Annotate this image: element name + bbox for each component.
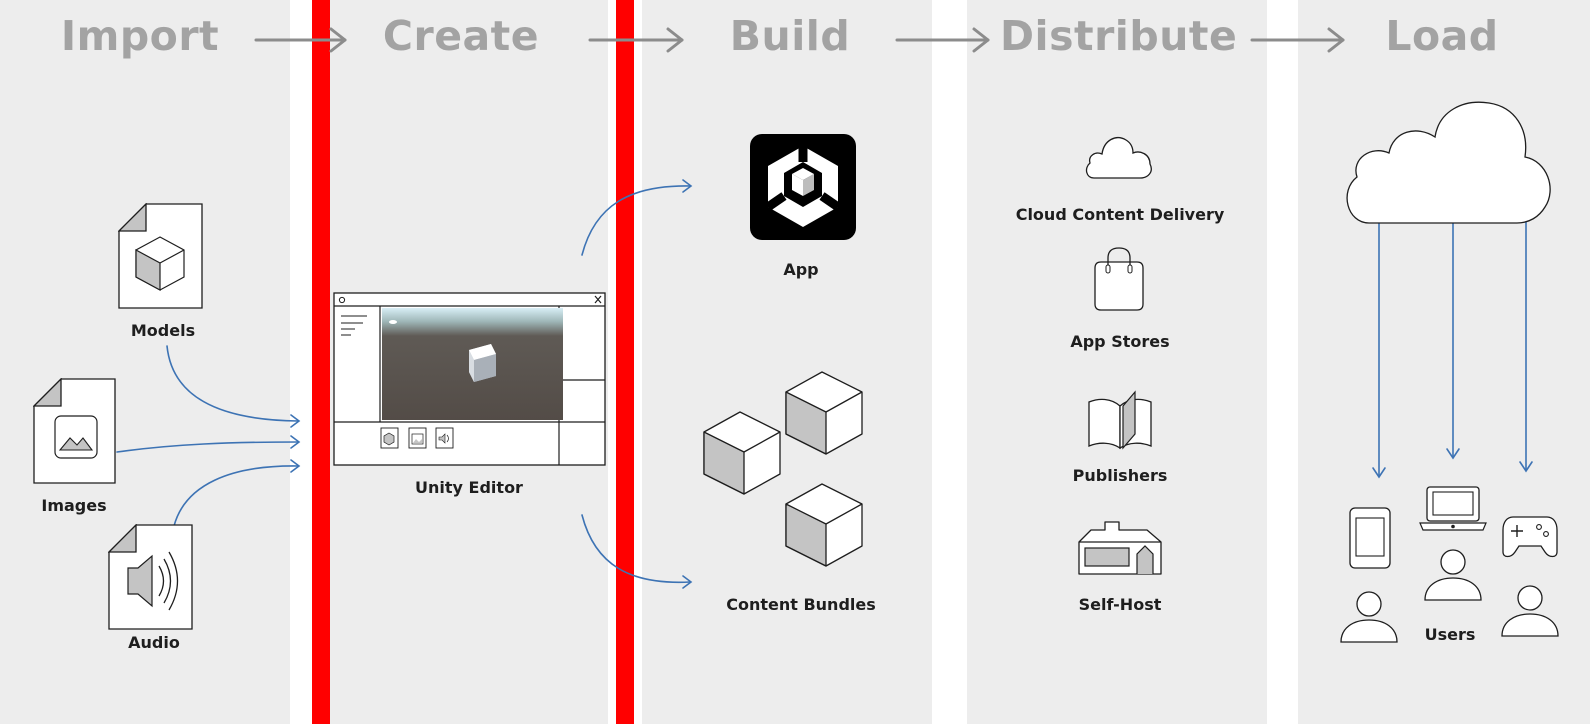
flow-arrow-distribute-load: [1250, 27, 1345, 53]
load-arrow-gamepad: [1519, 194, 1533, 473]
user-icon: [1501, 585, 1559, 637]
cubes-icon: [703, 371, 863, 567]
import-item-images: Images: [41, 496, 107, 515]
distribute-item-cloud: Cloud Content Delivery: [1015, 205, 1225, 224]
load-cloud-icon: [1346, 101, 1551, 224]
load-arrow-laptop: [1446, 183, 1460, 460]
stage-title-build: Build: [729, 12, 851, 60]
stage-title-create: Create: [382, 12, 540, 60]
import-item-audio: Audio: [128, 633, 180, 652]
distribute-item-app-stores: App Stores: [1070, 332, 1170, 351]
house-icon: [1078, 521, 1162, 575]
flow-arrow-import-create: [254, 27, 347, 53]
user-icon: [1424, 549, 1482, 601]
distribute-item-publishers: Publishers: [1072, 466, 1168, 485]
highlight-bar-left: [312, 0, 330, 724]
user-icon: [1340, 591, 1398, 643]
book-icon: [1088, 390, 1152, 450]
distribute-panel: [967, 0, 1267, 724]
connector-audio: [173, 465, 299, 527]
highlight-bar-right: [616, 0, 634, 724]
model-file-icon: [118, 203, 203, 309]
connector-images: [116, 441, 299, 453]
build-bundles-label: Content Bundles: [726, 595, 876, 614]
flow-arrow-build-distribute: [895, 27, 990, 53]
shopping-bag-icon: [1094, 247, 1144, 311]
connector-editor-app: [581, 185, 691, 256]
audio-file-icon: [108, 524, 193, 630]
unity-logo-icon: [750, 134, 856, 240]
stage-title-load: Load: [1385, 12, 1499, 60]
flow-arrow-create-build: [588, 27, 684, 53]
create-editor-label: Unity Editor: [415, 478, 523, 497]
unity-editor-window-icon: [333, 292, 606, 466]
distribute-item-self-host: Self-Host: [1078, 595, 1162, 614]
image-file-icon: [33, 378, 116, 484]
phone-icon: [1349, 507, 1391, 569]
load-users-label: Users: [1424, 625, 1476, 644]
build-panel: [642, 0, 932, 724]
load-arrow-phone: [1372, 194, 1386, 479]
connector-models: [166, 345, 299, 422]
connector-editor-bundles: [581, 514, 691, 584]
stage-title-import: Import: [60, 12, 220, 60]
laptop-icon: [1419, 486, 1487, 531]
build-app-label: App: [783, 260, 819, 279]
cloud-icon: [1085, 137, 1152, 179]
import-item-models: Models: [130, 321, 196, 340]
gamepad-icon: [1502, 516, 1558, 558]
stage-title-distribute: Distribute: [1000, 12, 1238, 60]
